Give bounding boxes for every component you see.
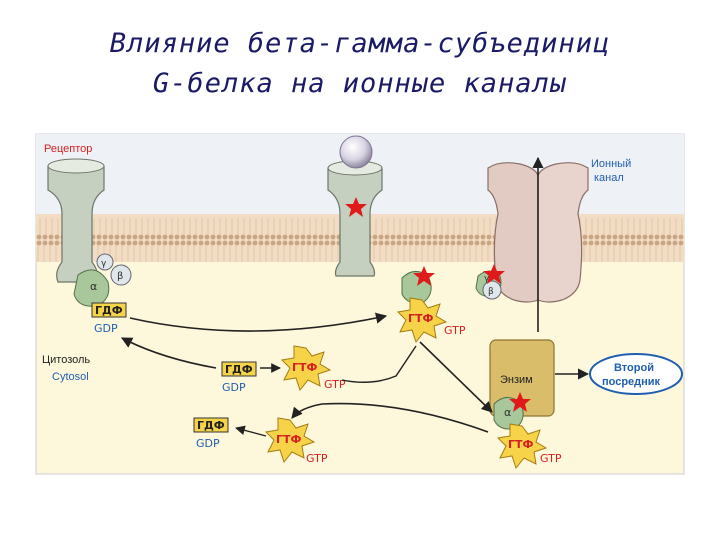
cytosol-label-ru: Цитозоль <box>42 354 90 366</box>
gdp-ru-3: ГДФ <box>197 419 225 432</box>
gtp-burst-2 <box>280 345 332 392</box>
ion-channel <box>487 162 589 303</box>
ligand <box>339 135 373 169</box>
gdp-en-2: GDP <box>222 381 246 394</box>
beta-label-1: β <box>117 271 123 282</box>
gdp-tag-2 <box>221 361 257 377</box>
gtp-en-1: GTP <box>444 324 466 337</box>
activation-star-beta-gamma <box>483 264 505 284</box>
gdp-ru-2: ГДФ <box>225 363 253 376</box>
title-line-2: G-белка на ионные каналы <box>152 68 568 99</box>
receptor-1 <box>47 158 105 283</box>
gtp-burst-3 <box>264 417 316 464</box>
receptor-label: Рецептор <box>44 143 92 155</box>
gdp-en-3: GDP <box>196 437 220 450</box>
gtp-en-2: GTP <box>324 378 346 391</box>
activation-star-enzyme <box>509 392 531 412</box>
gdp-tag-3 <box>193 417 229 433</box>
second-messenger-label-1: Второй <box>614 362 654 374</box>
gamma-label-2: γ <box>484 274 490 284</box>
gdp-en-1: GDP <box>94 322 118 335</box>
g-protein-inactive <box>73 253 132 307</box>
gamma-label-1: γ <box>101 259 107 269</box>
second-messenger-box <box>589 353 683 395</box>
gtp-burst-4 <box>496 423 548 470</box>
gtp-ru-4: ГТФ <box>508 438 534 451</box>
ion-channel-label-1: Ионный <box>591 158 631 170</box>
alpha-label-3: α <box>504 406 511 419</box>
arrow-activation <box>129 312 388 332</box>
gtp-burst-1 <box>396 297 448 344</box>
gtp-en-4: GTP <box>540 452 562 465</box>
arrow-return <box>121 337 217 369</box>
gtp-en-3: GTP <box>306 452 328 465</box>
gtp-ru-2: ГТФ <box>292 361 318 374</box>
gdp-tag-1 <box>91 302 127 318</box>
alpha-label-1: α <box>90 280 97 293</box>
second-messenger-label-2: посредник <box>602 376 661 388</box>
beta-label-2: β <box>488 287 494 297</box>
gtp-ru-1: ГТФ <box>408 312 434 325</box>
arrow-hydrolysis-1 <box>341 345 417 383</box>
gdp-ru-1: ГДФ <box>95 304 123 317</box>
arrow-to-gdp-3 <box>235 425 267 437</box>
arrow-from-enzyme <box>291 402 489 433</box>
enzyme-label: Энзим <box>500 374 533 386</box>
title-line-1: Влияние бета-гамма-субъединиц <box>109 28 611 59</box>
gtp-ru-3: ГТФ <box>276 433 302 446</box>
arrow-to-enzyme <box>419 341 493 413</box>
ion-channel-label-2: канал <box>594 172 624 184</box>
cytosol-label-en: Cytosol <box>52 371 89 383</box>
activation-star-receptor <box>345 197 367 217</box>
activation-star-alpha <box>413 266 435 286</box>
